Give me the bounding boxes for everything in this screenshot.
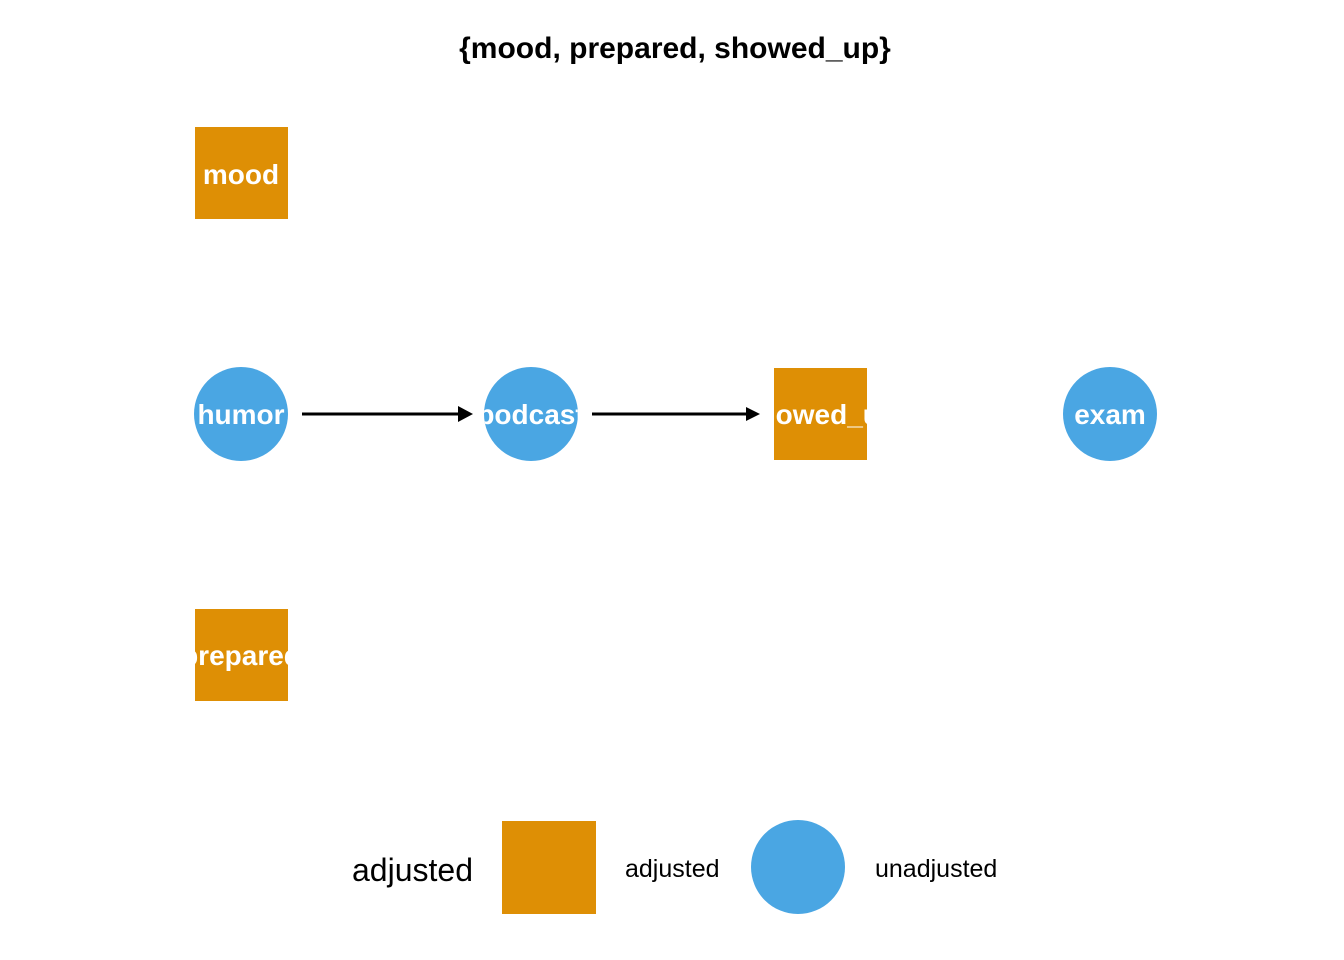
node-prepared-label: prepared: [181, 640, 301, 671]
node-prepared-shape: [195, 609, 288, 701]
legend-label-unadjusted: unadjusted: [875, 855, 997, 883]
edge-arrowhead: [458, 406, 473, 422]
legend-key-unadjusted: [751, 820, 845, 914]
node-podcast: podcast: [477, 367, 584, 461]
legend-title: adjusted: [352, 852, 473, 888]
node-exam: exam: [1063, 367, 1157, 461]
legend: adjusted adjusted unadjusted: [352, 820, 997, 914]
node-mood: mood: [195, 127, 288, 219]
edge-arrowhead: [746, 407, 760, 421]
diagram-title: {mood, prepared, showed_up}: [459, 32, 891, 65]
node-showed_up-shape: [774, 368, 867, 460]
node-humor-shape: [194, 367, 288, 461]
node-mood-shape: [195, 127, 288, 219]
edge-podcast-showed_up: [592, 407, 760, 421]
node-humor: humor: [194, 367, 288, 461]
node-humor-label: humor: [197, 399, 284, 430]
node-mood-label: mood: [203, 159, 279, 190]
node-showed_up: showed_up: [743, 368, 897, 460]
node-prepared: prepared: [181, 609, 301, 701]
legend-key-adjusted: [502, 821, 596, 914]
node-showed_up-label: showed_up: [743, 399, 897, 430]
edge-humor-podcast: [302, 406, 473, 422]
node-podcast-label: podcast: [477, 399, 584, 430]
node-exam-shape: [1063, 367, 1157, 461]
node-exam-label: exam: [1074, 399, 1146, 430]
node-podcast-shape: [484, 367, 578, 461]
legend-label-adjusted: adjusted: [625, 855, 720, 883]
